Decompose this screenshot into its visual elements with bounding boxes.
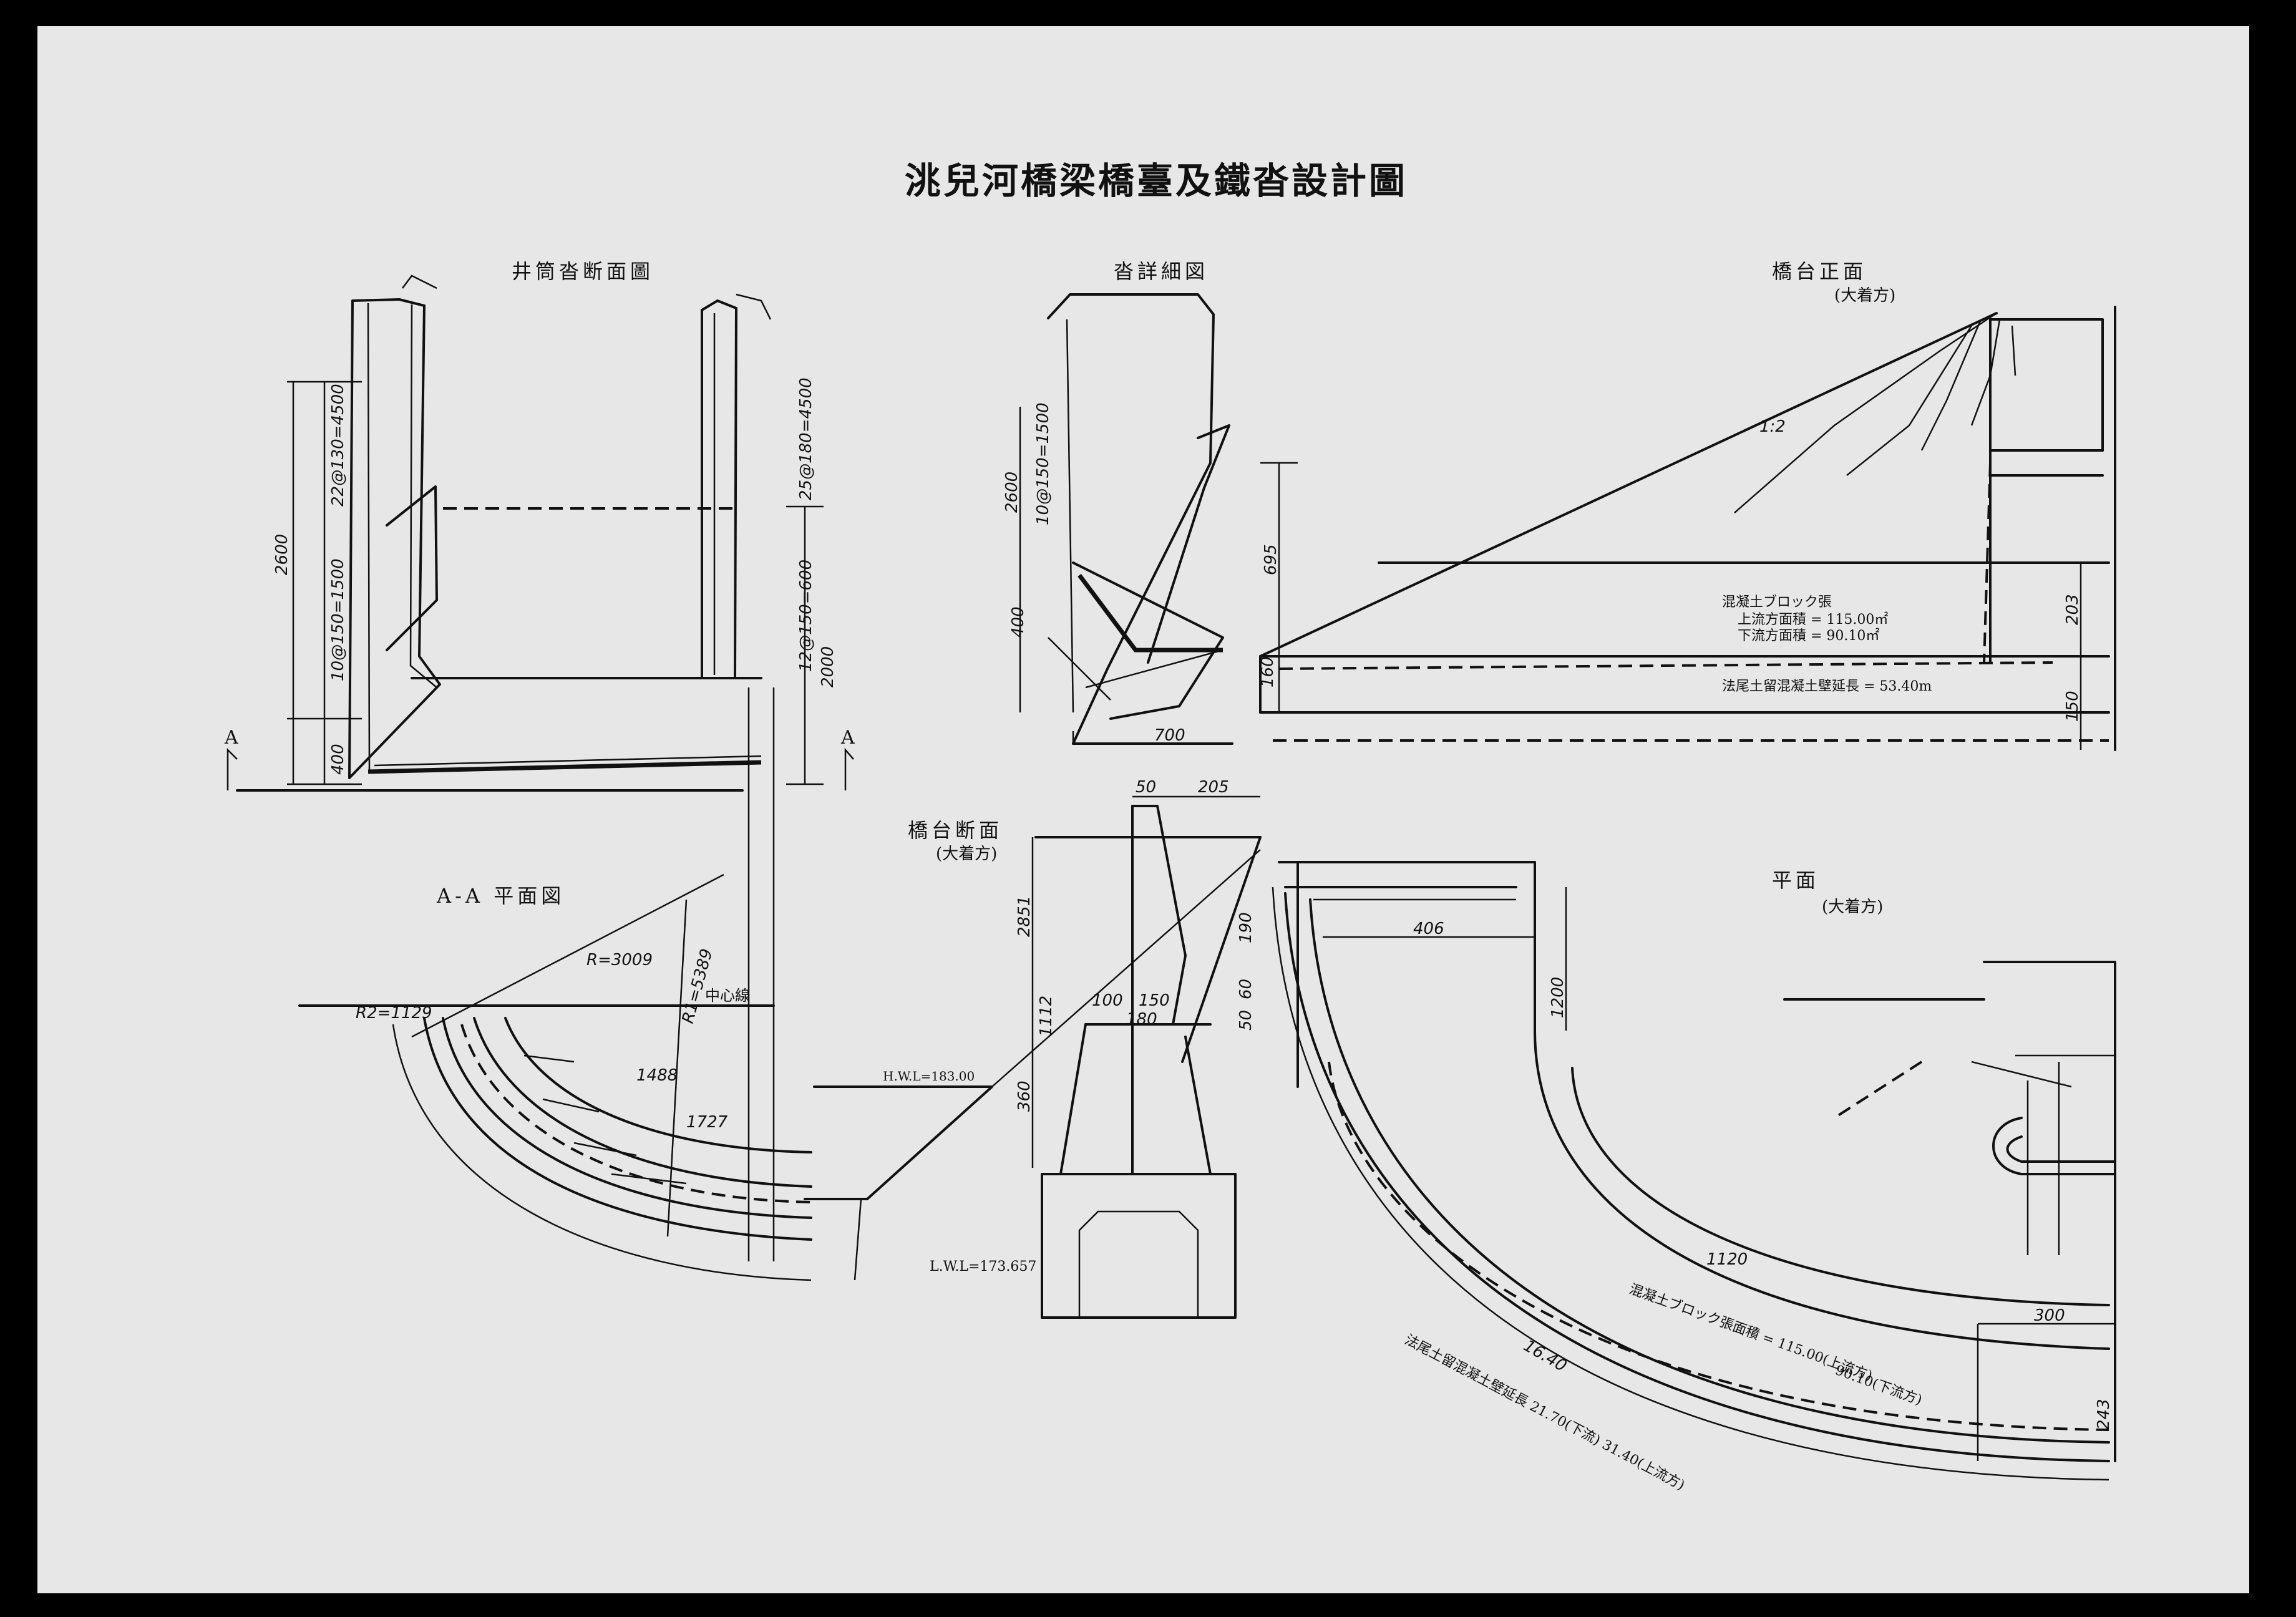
plan-dim-1640: 16.40: [1520, 1336, 1570, 1376]
shoe-dim-2600: 2600: [1003, 472, 1021, 513]
abutment-front-label: 橋台正面: [1772, 260, 1867, 283]
aa-dim-1727: 1727: [686, 1113, 728, 1132]
plan-note-block2: 90.10(下流方): [1833, 1362, 1924, 1408]
front-slope: 1:2: [1759, 417, 1786, 436]
section-dim-205: 205: [1198, 778, 1229, 797]
shoe-dim-pitch: 10@150=1500: [1034, 402, 1053, 525]
well-dim-2600: 2600: [273, 534, 291, 575]
well-dim-right-lower: 12@150=600: [797, 560, 815, 672]
section-mark-right: A: [840, 727, 855, 749]
plan-label: 平面: [1772, 868, 1819, 892]
well-dim-right-upper: 25@180=4500: [797, 377, 815, 500]
shoe-dim-700: 700: [1154, 726, 1185, 745]
aa-dim-1488: 1488: [636, 1066, 678, 1085]
abutment-section-label: 橋台断面: [908, 818, 1003, 842]
section-dim-100: 100: [1092, 991, 1123, 1010]
front-note-length: 法尾土留混凝土壁延長 = 53.40m: [1722, 679, 1932, 694]
well-dim-upper-pitch: 22@130=4500: [329, 384, 348, 507]
drawing-title: 洮兒河橋梁橋臺及鐵沓設計圖: [905, 160, 1408, 202]
well-dim-lower-pitch: 10@150=1500: [329, 558, 348, 681]
plan-scale: (大着方): [1822, 898, 1883, 916]
engineering-drawing: 洮兒河橋梁橋臺及鐵沓設計圖 井筒沓断面圖 A A 2600 22@: [224, 160, 2116, 1493]
section-dim-50: 50: [1136, 778, 1156, 797]
well-section-view: 井筒沓断面圖 A A 2600 22@130=4500 10@150=1500: [224, 260, 855, 792]
abutment-section-view: 橋台断面 (大着方) 50 205 2851 1112 360 100 150 …: [804, 778, 1262, 1319]
aa-dim-R2: R2=1129: [356, 1004, 432, 1022]
shoe-detail-view: 沓詳細図 2600 10@150=1500 400 160 700 695: [1003, 260, 1298, 745]
abutment-front-view: 橋台正面 (大着方) 203 150 1:2 混凝土ブロック張 上流方面積 = …: [1259, 260, 2116, 751]
plan-dim-1200: 1200: [1549, 977, 1567, 1018]
aa-dim-R: R=3009: [586, 951, 653, 969]
plan-dim-300: 300: [2034, 1306, 2065, 1325]
shoe-dim-695: 695: [1262, 544, 1280, 575]
aa-center-line: 中心線: [705, 987, 750, 1004]
abutment-section-scale: (大着方): [936, 845, 997, 863]
front-note-block: 混凝土ブロック張: [1722, 595, 1832, 610]
plan-view: 平面 (大着方) 406 1120 300 243 1200 16.40 混凝土…: [1272, 861, 2116, 1493]
aa-plan-view: A-A 平面図 R=3009 R1=5389 R2=1129 1488 1727…: [298, 687, 812, 1281]
front-dim-203: 203: [2063, 594, 2082, 625]
drawing-sheet: 洮兒河橋梁橋臺及鐵沓設計圖 井筒沓断面圖 A A 2600 22@: [37, 26, 2249, 1593]
section-dim-60: 60: [1237, 979, 1255, 999]
section-lwl: L.W.L=173.657: [930, 1259, 1036, 1275]
aa-plan-label: A-A 平面図: [436, 884, 565, 908]
shoe-detail-label: 沓詳細図: [1114, 260, 1209, 283]
section-dim-50b: 50: [1237, 1010, 1255, 1031]
section-dim-190: 190: [1237, 912, 1255, 943]
section-dim-150: 150: [1139, 991, 1170, 1010]
well-dim-2000: 2000: [819, 646, 837, 687]
well-section-label: 井筒沓断面圖: [512, 260, 654, 283]
plan-dim-1120: 1120: [1706, 1250, 1748, 1269]
plan-dim-406: 406: [1413, 920, 1444, 938]
well-dim-400: 400: [329, 744, 348, 775]
section-dim-360: 360: [1015, 1080, 1034, 1112]
front-dim-150: 150: [2063, 691, 2082, 722]
section-mark-left: A: [224, 727, 238, 749]
front-note-lower: 下流方面積 = 90.10㎡: [1738, 628, 1879, 644]
shoe-dim-400: 400: [1009, 606, 1028, 638]
section-dim-180: 180: [1126, 1010, 1157, 1029]
section-hwl: H.W.L=183.00: [883, 1069, 975, 1084]
abutment-front-scale: (大着方): [1834, 286, 1895, 305]
plan-dim-243: 243: [2094, 1399, 2113, 1430]
aa-dim-R1: R1=5389: [679, 947, 717, 1026]
section-dim-1112: 1112: [1037, 996, 1056, 1037]
section-dim-2851: 2851: [1015, 896, 1034, 937]
front-note-upper: 上流方面積 = 115.00㎡: [1738, 611, 1888, 628]
